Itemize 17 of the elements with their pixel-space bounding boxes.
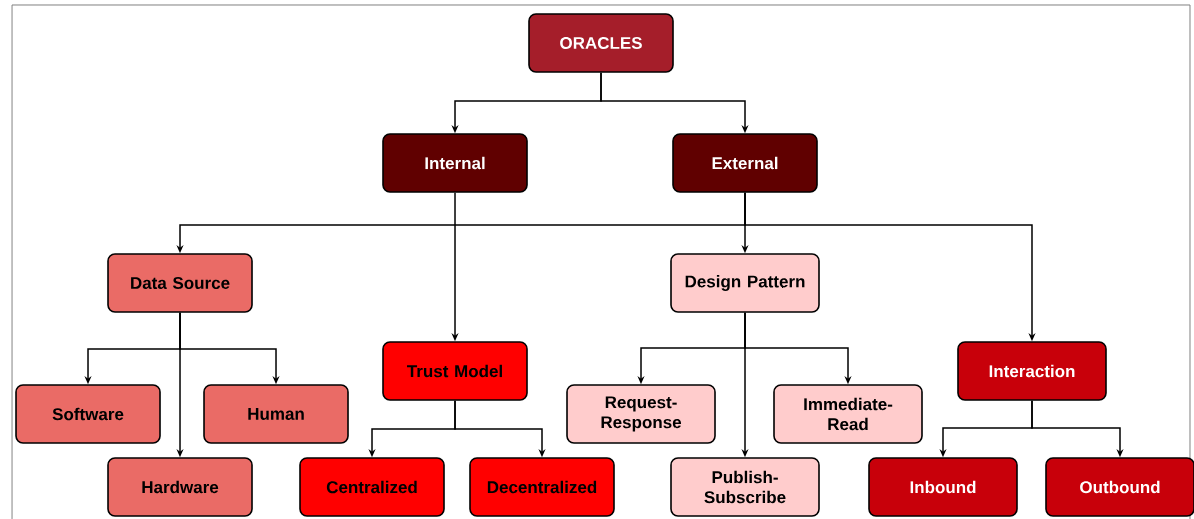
leaf-box: Hardware [107, 457, 253, 517]
leaf-box: Centralized [299, 457, 445, 517]
category-box: Interaction [957, 341, 1107, 401]
leaf-box: Software [15, 384, 161, 444]
leaf-box: Decentralized [469, 457, 615, 517]
leaf-box: Immediate- Read [773, 384, 923, 444]
category-box: Data Source [107, 253, 253, 313]
leaf-box: Inbound [868, 457, 1018, 517]
root-box: ORACLES [528, 13, 674, 73]
category-box: Internal [382, 133, 528, 193]
category-box: Design Pattern [670, 253, 820, 313]
category-box: Trust Model [382, 341, 528, 401]
category-box: External [672, 133, 818, 193]
leaf-box: Publish- Subscribe [670, 457, 820, 517]
leaf-box: Request- Response [566, 384, 716, 444]
leaf-box: Outbound [1045, 457, 1194, 517]
leaf-box: Human [203, 384, 349, 444]
